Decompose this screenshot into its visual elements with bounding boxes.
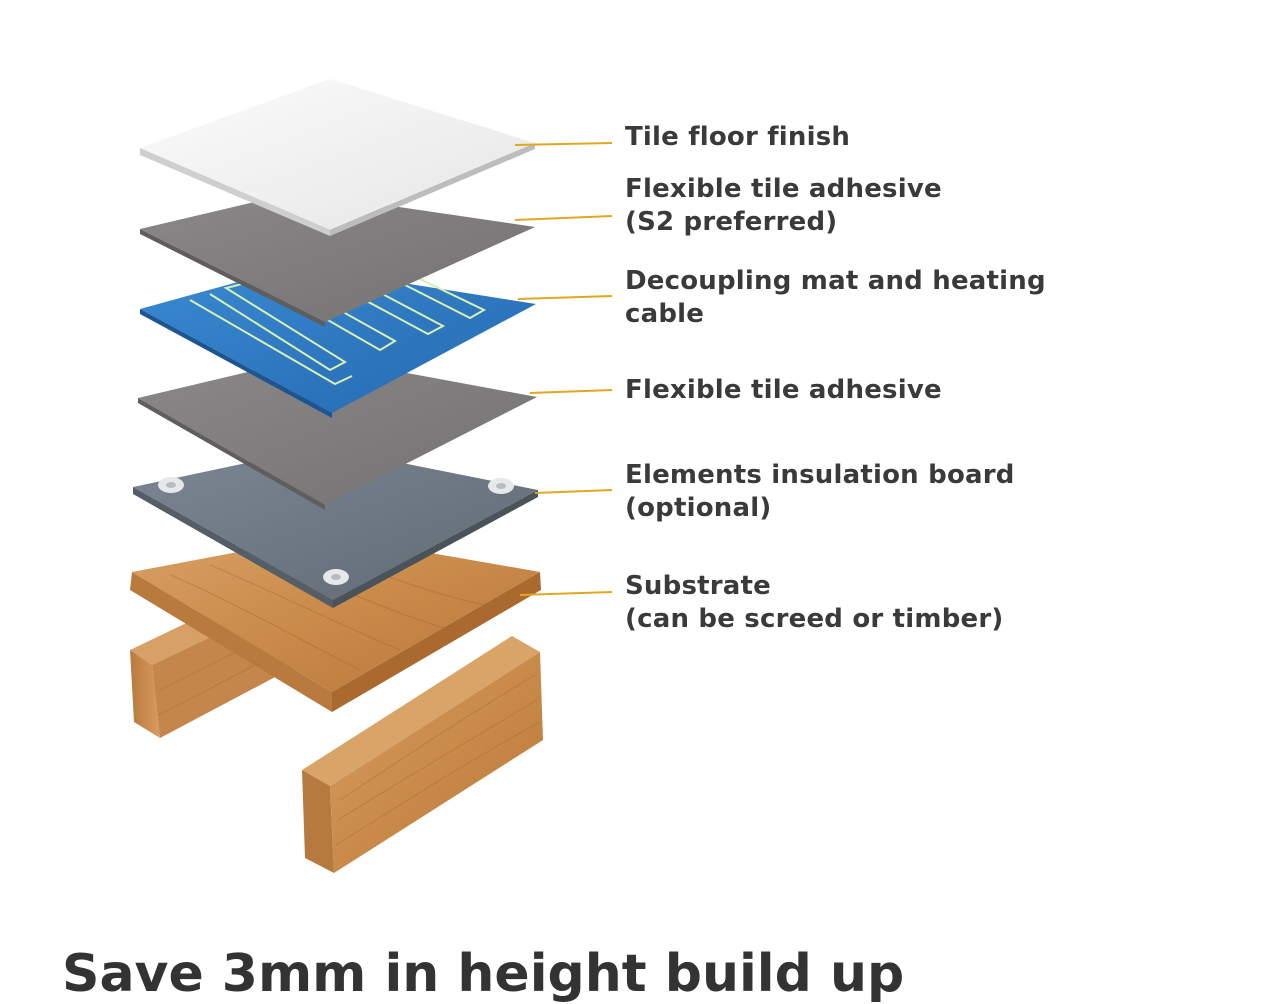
adhesive-bottom-face bbox=[138, 356, 537, 505]
label-flexible-tile-adhesive-top: Flexible tile adhesive (S2 preferred) bbox=[625, 173, 942, 239]
label-line: (can be screed or timber) bbox=[625, 604, 1004, 634]
leader-tile bbox=[514, 142, 613, 146]
leader-board bbox=[534, 489, 613, 494]
board-washers bbox=[158, 477, 514, 585]
layer-substrate bbox=[130, 535, 541, 712]
layer-decoupling-mat bbox=[140, 253, 536, 418]
label-line: Decoupling mat and heating bbox=[625, 266, 1046, 296]
board-face bbox=[133, 447, 538, 600]
joist-front-side bbox=[330, 652, 543, 873]
layer-adhesive-top bbox=[140, 192, 535, 327]
leader-mat bbox=[517, 295, 613, 300]
label-flexible-tile-adhesive-bottom: Flexible tile adhesive bbox=[625, 374, 942, 407]
joist-front-face bbox=[302, 770, 334, 873]
leader-lines bbox=[514, 142, 613, 596]
mat-edge bbox=[140, 309, 332, 418]
section-heading: Save 3mm in height build up bbox=[62, 944, 905, 1004]
leader-substrate bbox=[519, 591, 613, 596]
leader-adhesive-top bbox=[514, 215, 613, 221]
tile-edge-right bbox=[330, 143, 535, 236]
label-line: Elements insulation board bbox=[625, 460, 1015, 490]
layer-adhesive-bottom bbox=[138, 356, 537, 510]
board-edge-right bbox=[333, 490, 538, 608]
label-line: Tile floor finish bbox=[625, 122, 851, 152]
adhesive-top-edge bbox=[140, 229, 325, 327]
mat-face bbox=[140, 266, 536, 413]
label-insulation-board: Elements insulation board (optional) bbox=[625, 459, 1015, 525]
label-line: Substrate bbox=[625, 571, 771, 601]
floor-build-up-diagram bbox=[130, 79, 613, 873]
joist-left-front bbox=[130, 650, 160, 738]
tile-face bbox=[140, 79, 535, 230]
layer-insulation-board bbox=[133, 447, 538, 608]
label-substrate: Substrate (can be screed or timber) bbox=[625, 570, 1003, 636]
label-line: Flexible tile adhesive bbox=[625, 174, 942, 204]
adhesive-top-face bbox=[140, 192, 535, 322]
substrate-edge-left bbox=[130, 572, 332, 712]
label-decoupling-mat: Decoupling mat and heating cable bbox=[625, 265, 1046, 331]
label-line: (optional) bbox=[625, 493, 772, 523]
label-line: Flexible tile adhesive bbox=[625, 375, 942, 405]
tile-edge-left bbox=[140, 148, 330, 236]
layer-tile bbox=[140, 79, 535, 236]
leader-adhesive-bottom bbox=[529, 389, 613, 394]
substrate-face bbox=[132, 535, 540, 692]
label-line: cable bbox=[625, 299, 705, 329]
label-line: (S2 preferred) bbox=[625, 207, 838, 237]
joist-front-top bbox=[302, 636, 540, 786]
adhesive-bottom-edge bbox=[138, 398, 325, 510]
label-tile-floor-finish: Tile floor finish bbox=[625, 121, 850, 154]
substrate-edge-right bbox=[332, 572, 541, 712]
board-edge bbox=[133, 487, 333, 608]
